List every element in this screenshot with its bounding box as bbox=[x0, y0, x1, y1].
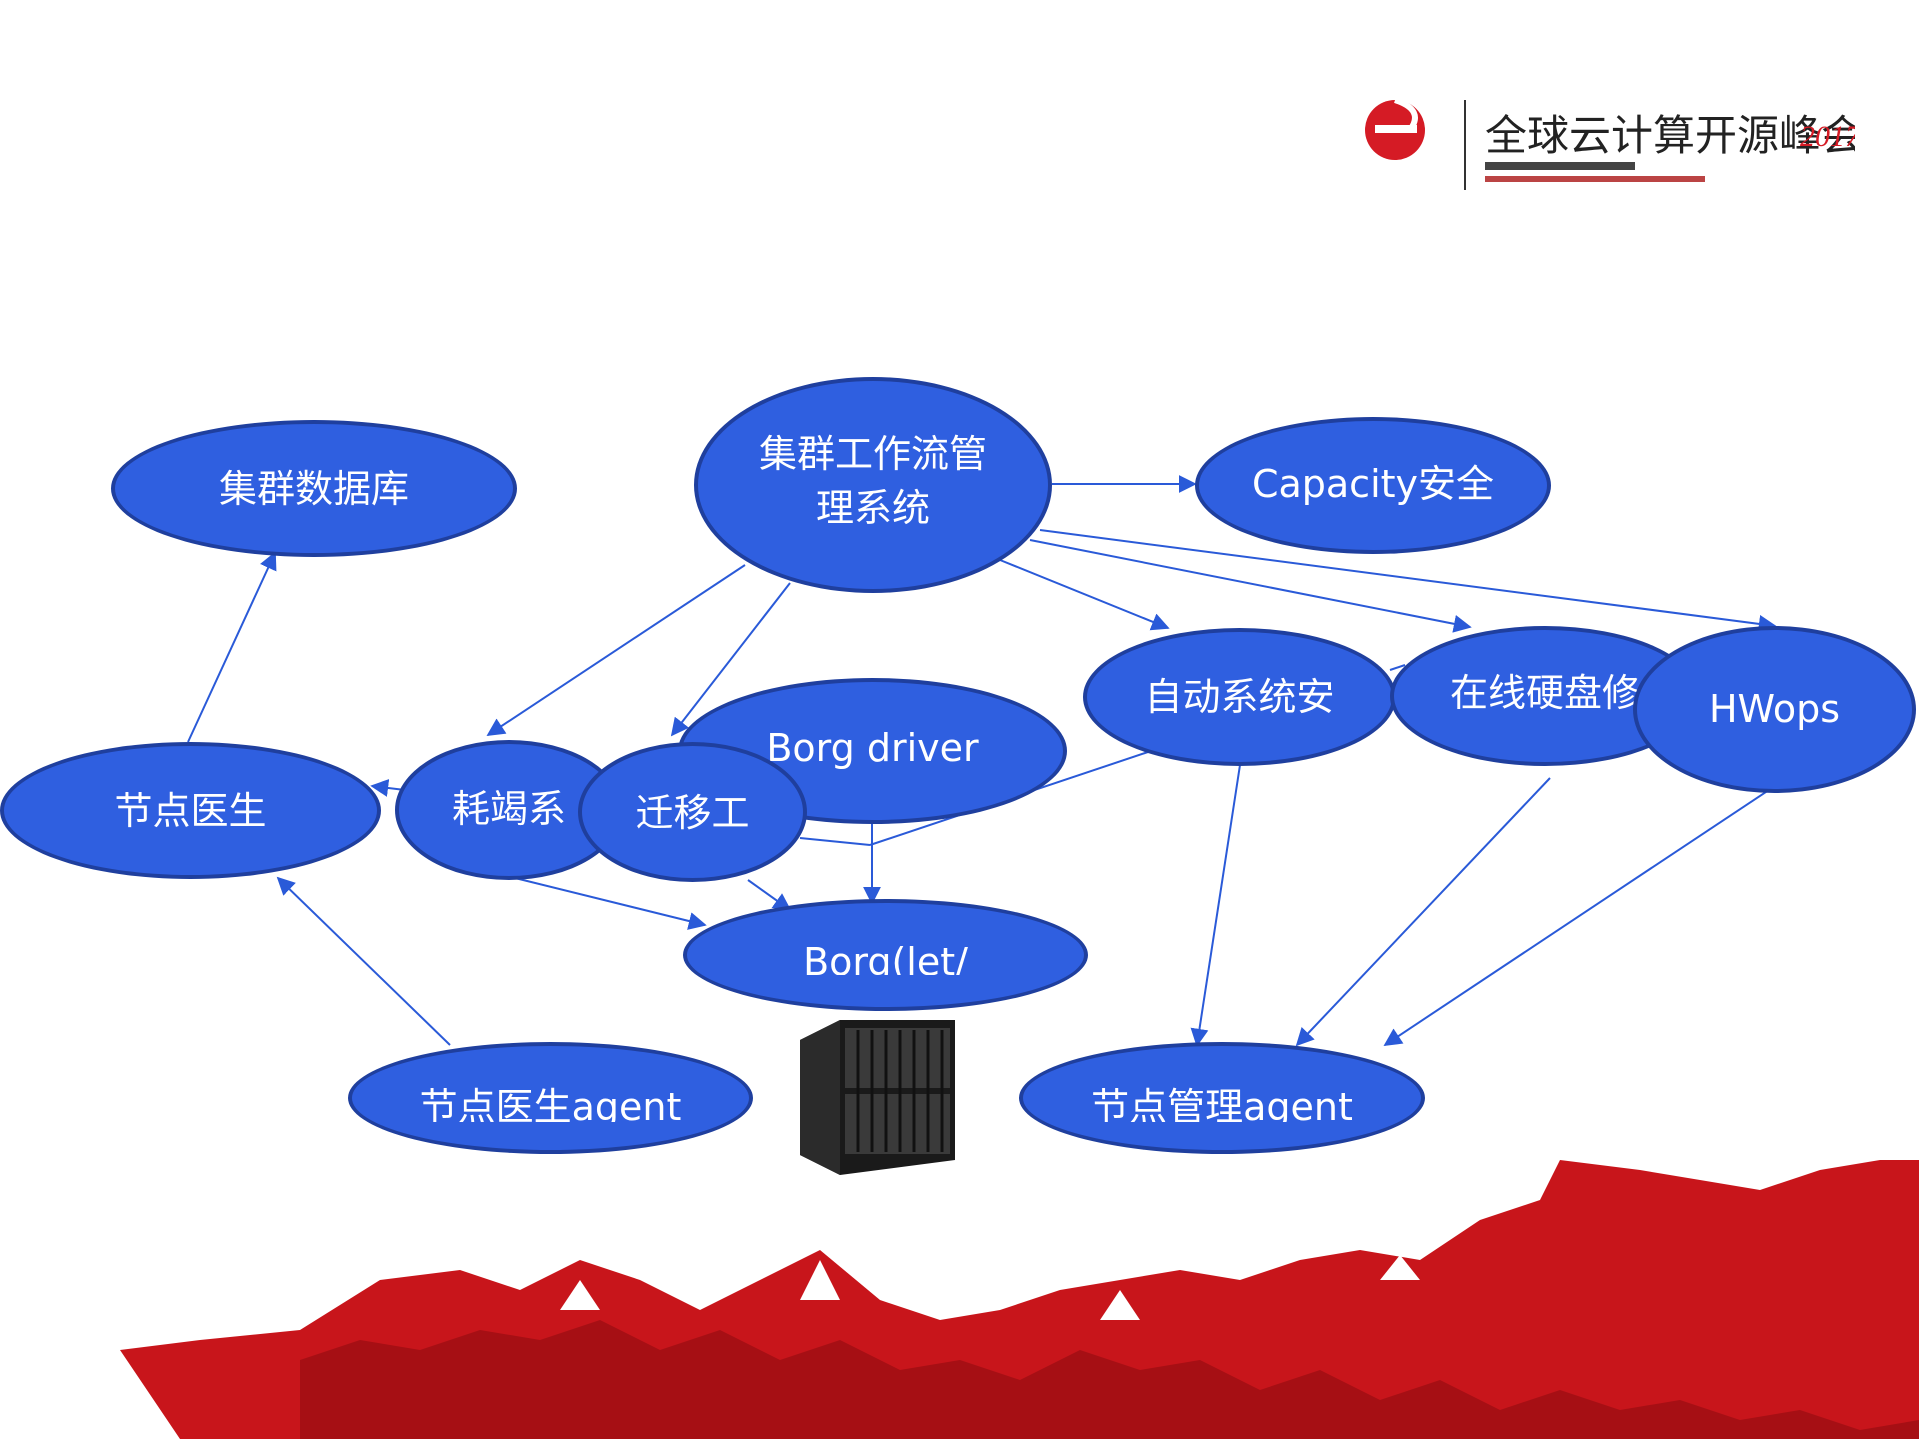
server-rack-image bbox=[780, 1010, 980, 1190]
edge-consume-borglet bbox=[514, 877, 707, 930]
node-shape bbox=[694, 377, 1052, 593]
node-doctor-agent: 节点医生agent bbox=[348, 1042, 753, 1154]
node-cluster-db: 集群数据库 bbox=[111, 420, 517, 557]
node-label: Borg(let/ bbox=[803, 940, 968, 975]
node-mgmt-agent: 节点管理agent bbox=[1019, 1042, 1425, 1154]
node-shape bbox=[0, 742, 381, 879]
node-shape bbox=[1195, 417, 1551, 554]
edge-doctoragent-doctor bbox=[276, 876, 451, 1046]
mountain-banner bbox=[120, 1160, 1919, 1439]
node-label: Capacity安全 bbox=[1251, 462, 1495, 506]
edge-hwops-mgmtagent bbox=[1383, 765, 1806, 1046]
edge-workflow-onlinedisk bbox=[1029, 539, 1472, 633]
node-label: 节点管理agent bbox=[1091, 1085, 1353, 1122]
edge-autosystem-mgmtagent bbox=[1190, 764, 1241, 1047]
node-label: 集群数据库 bbox=[218, 467, 409, 511]
node-shape bbox=[1083, 628, 1396, 766]
node-migrate: 迁移工 bbox=[578, 742, 807, 882]
node-hwops: HWops bbox=[1633, 626, 1916, 793]
node-label: Borg driver bbox=[766, 726, 979, 770]
node-node-doctor: 节点医生 bbox=[0, 742, 381, 879]
node-label: 自动系统安 bbox=[1144, 675, 1335, 719]
edge-workflow-migrate bbox=[670, 582, 791, 737]
edge-autosystem-onlinedisk bbox=[1389, 664, 1406, 671]
edge-workflow-autosystem bbox=[999, 559, 1170, 631]
edge-doctor-clusterdb bbox=[187, 551, 277, 743]
node-label: 迁移工 bbox=[635, 791, 750, 835]
server-rack-graphic bbox=[800, 1020, 955, 1175]
logo: 全球云计算开源峰会 2017 bbox=[1355, 80, 1863, 200]
node-label: 节点医生 bbox=[114, 789, 267, 833]
logo-graphic: 全球云计算开源峰会 2017 bbox=[1365, 97, 1863, 190]
node-label: 节点医生agent bbox=[419, 1085, 682, 1122]
logo-title: 全球云计算开源峰会 bbox=[1485, 113, 1855, 160]
node-shape bbox=[1633, 626, 1916, 793]
node-shape bbox=[348, 1042, 753, 1154]
node-capacity: Capacity安全 bbox=[1195, 417, 1551, 554]
node-label: 集群工作流管 理系统 bbox=[758, 432, 987, 530]
edge-workflow-consume bbox=[486, 564, 746, 736]
edge-onlinedisk-mgmtagent bbox=[1295, 777, 1551, 1047]
node-borglet: Borg(let/ bbox=[683, 899, 1088, 1011]
logo-year: 2017 bbox=[1800, 120, 1855, 153]
node-auto-system: 自动系统安 bbox=[1083, 628, 1396, 766]
node-shape bbox=[111, 420, 517, 557]
node-shape bbox=[1019, 1042, 1425, 1154]
node-label: 耗竭系 bbox=[451, 787, 566, 831]
node-label: HWops bbox=[1708, 687, 1841, 731]
node-online-disk: 在线硬盘修 bbox=[1390, 626, 1700, 766]
edge-migrate-borglet bbox=[747, 879, 792, 912]
edge-workflow-hwops bbox=[1039, 529, 1777, 633]
node-label: 在线硬盘修 bbox=[1449, 671, 1640, 715]
node-shape bbox=[578, 742, 807, 882]
node-workflow-mgmt: 集群工作流管 理系统 bbox=[694, 377, 1052, 593]
edge-driver-migrate bbox=[799, 837, 871, 846]
node-shape bbox=[683, 899, 1088, 1011]
